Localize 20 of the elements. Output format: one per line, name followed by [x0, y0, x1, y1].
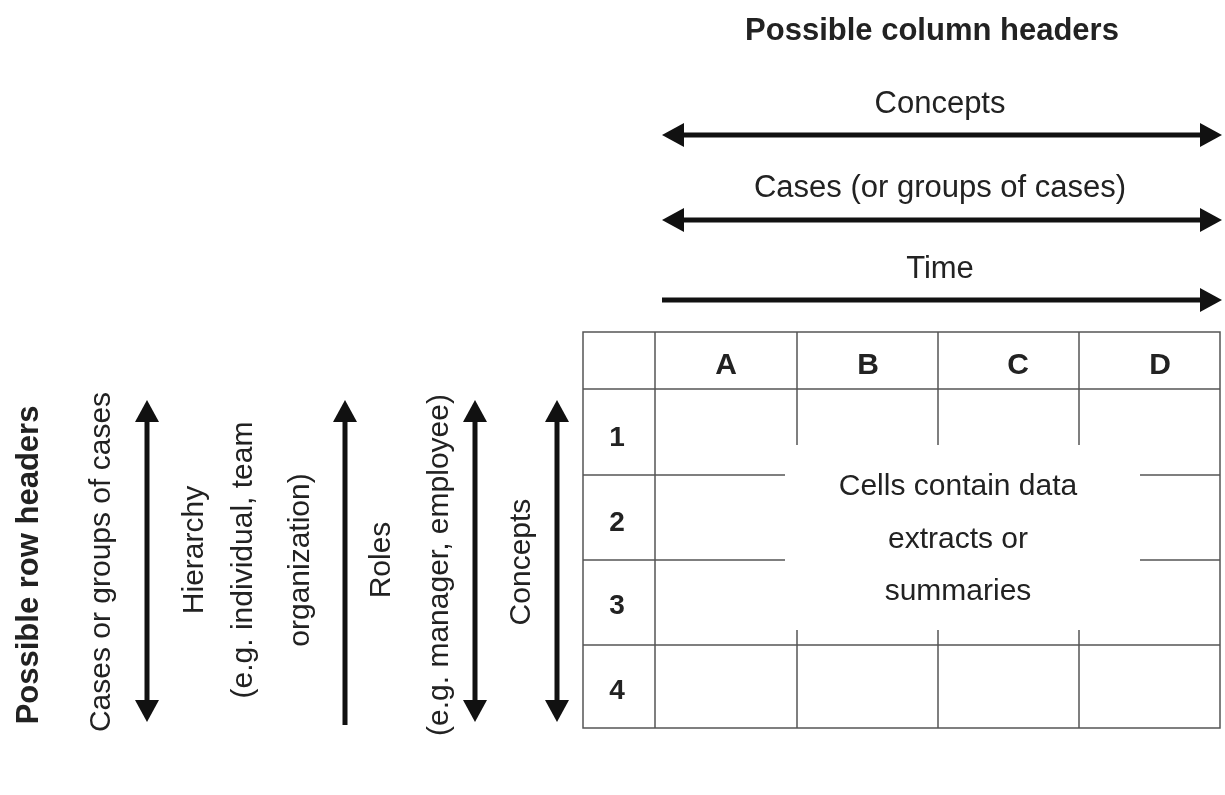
cell-note: Cells contain data extracts or summaries	[837, 467, 1079, 609]
column-header: A	[715, 346, 737, 382]
column-header: B	[857, 346, 879, 382]
row-header: 4	[609, 673, 625, 707]
axis-label: Concepts	[874, 84, 1006, 122]
axis-label: Roles	[362, 521, 397, 599]
column-header: C	[1007, 346, 1029, 382]
axis-label: Hierarchy	[175, 485, 210, 615]
row-header: 1	[609, 420, 625, 454]
column-header: D	[1149, 346, 1171, 382]
heading: Possible column headers	[745, 11, 1119, 49]
axis-label: Time	[906, 249, 974, 287]
axis-label: Cases or groups of cases	[82, 391, 117, 733]
axis-note: (e.g. individual, team organization)	[224, 420, 316, 701]
row-header: 3	[609, 588, 625, 622]
row-header: 2	[609, 505, 625, 539]
axis-label: Concepts	[502, 498, 537, 626]
axis-note: (e.g. manager, employee)	[420, 394, 455, 736]
heading: Possible row headers	[9, 405, 47, 725]
axis-label: Cases (or groups of cases)	[753, 168, 1127, 206]
